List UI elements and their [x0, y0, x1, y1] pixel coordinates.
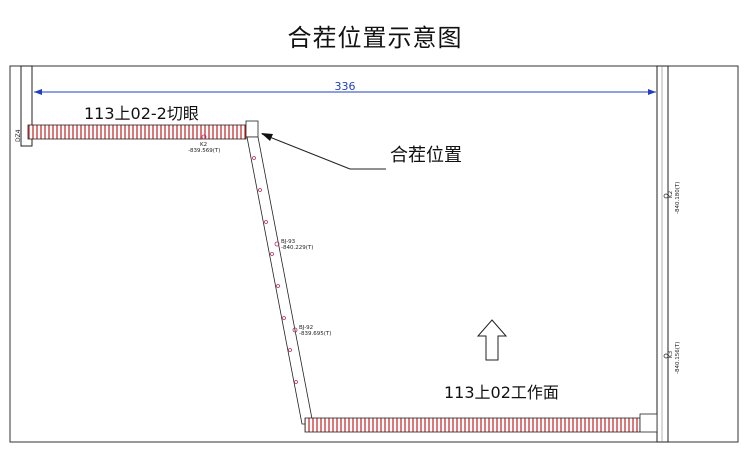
side-label: DZ4: [15, 129, 22, 142]
survey-marker: [276, 284, 280, 288]
inclined-roadway-points: [252, 156, 298, 384]
survey-point-bj92: BJ-92 -839.695(T): [292, 325, 331, 337]
survey-marker: [288, 348, 292, 352]
workface-label: 113上02工作面: [444, 383, 559, 402]
upper-roadway-hatch: [27, 124, 247, 140]
workface-roadway-end: [639, 413, 658, 433]
survey-marker: [294, 380, 298, 384]
survey-marker: [282, 316, 286, 320]
svg-text:K2: K2: [200, 142, 207, 148]
dimension-value: 336: [335, 80, 356, 93]
survey-marker: [264, 220, 268, 224]
svg-text:-840.156(T): -840.156(T): [675, 342, 681, 374]
diagram-title: 合茬位置示意图: [287, 24, 463, 52]
svg-text:BJ-93: BJ-93: [281, 239, 296, 245]
advance-arrow: [476, 319, 508, 361]
svg-text:-840.180(T): -840.180(T): [675, 182, 681, 214]
junction-leader-arrowhead: [261, 133, 273, 141]
svg-text:K2: K2: [668, 191, 674, 198]
survey-point-bj93: BJ-93 -840.229(T): [274, 239, 313, 251]
survey-marker: [270, 252, 274, 256]
right-point-k2: K2 -840.180(T): [663, 182, 681, 214]
svg-text:-839.569(T): -839.569(T): [188, 148, 220, 154]
survey-point-k2: K2 -839.569(T): [188, 134, 220, 154]
dimension-arrow-left: [34, 89, 42, 95]
dimension-arrow-right: [648, 89, 656, 95]
svg-text:K3: K3: [668, 350, 674, 358]
junction-label: 合茬位置: [390, 145, 462, 166]
upper-roadway-end: [245, 120, 259, 138]
svg-text:-840.229(T): -840.229(T): [281, 245, 313, 251]
svg-text:BJ-92: BJ-92: [299, 325, 313, 331]
junction-leader-line: [261, 133, 351, 170]
workface-roadway-hatch: [304, 417, 641, 433]
right-roadway: [656, 65, 669, 443]
survey-marker: [252, 156, 256, 160]
upper-roadway-label: 113上02-2切眼: [84, 104, 199, 123]
right-point-k3: K3 -840.156(T): [663, 342, 681, 374]
survey-marker: [258, 188, 262, 192]
inclined-roadway: [246, 136, 314, 425]
outer-frame: [9, 65, 739, 443]
svg-text:-839.695(T): -839.695(T): [299, 331, 331, 337]
left-wall: [20, 65, 33, 147]
